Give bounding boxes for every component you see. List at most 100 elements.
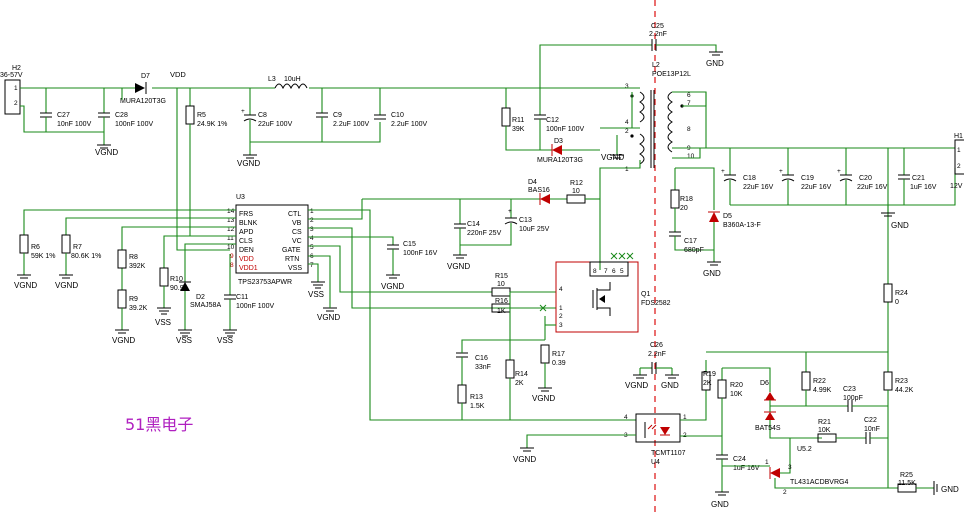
svg-text:8: 8 <box>687 126 691 133</box>
brand-label: 51黑电子 <box>125 415 193 434</box>
svg-text:VGND: VGND <box>95 148 118 157</box>
svg-text:U5.2: U5.2 <box>797 446 812 453</box>
diode-d4: D4 BAS16 <box>362 179 550 205</box>
svg-text:R12: R12 <box>570 180 583 187</box>
svg-text:FRS: FRS <box>239 211 253 218</box>
svg-text:+: + <box>721 168 725 175</box>
svg-text:90.9: 90.9 <box>170 285 184 292</box>
svg-text:R6: R6 <box>31 244 40 251</box>
svg-text:SMAJ58A: SMAJ58A <box>190 302 221 309</box>
svg-text:33nF: 33nF <box>475 364 491 371</box>
svg-text:2: 2 <box>14 100 18 107</box>
svg-text:3: 3 <box>559 322 563 329</box>
svg-text:4: 4 <box>625 119 629 126</box>
svg-text:+: + <box>241 108 245 115</box>
svg-text:R19: R19 <box>703 371 716 378</box>
svg-text:10nF: 10nF <box>864 426 880 433</box>
svg-text:C15: C15 <box>403 241 416 248</box>
capacitor-c22: C22 10nF <box>864 417 888 444</box>
svg-text:4: 4 <box>624 414 628 421</box>
capacitor-c15: C15 100nF 16V VGND <box>381 241 438 291</box>
svg-text:100nF 100V: 100nF 100V <box>115 121 153 128</box>
svg-text:VSS: VSS <box>288 265 302 272</box>
resistor-r8: R8 392K <box>117 249 146 270</box>
svg-text:10: 10 <box>687 153 695 160</box>
svg-text:9: 9 <box>230 253 234 260</box>
svg-text:FDS2582: FDS2582 <box>641 300 671 307</box>
svg-text:2.2uF 100V: 2.2uF 100V <box>391 121 428 128</box>
capacitor-c27: C27 10nF 100V <box>40 88 92 132</box>
svg-text:D3: D3 <box>554 138 563 145</box>
svg-text:R13: R13 <box>470 394 483 401</box>
svg-text:C8: C8 <box>258 112 267 119</box>
svg-text:VGND: VGND <box>14 281 37 290</box>
svg-text:1: 1 <box>683 414 687 421</box>
svg-text:7: 7 <box>687 100 691 107</box>
svg-text:6: 6 <box>687 92 691 99</box>
svg-text:VGND: VGND <box>237 159 260 168</box>
svg-text:GND: GND <box>706 59 724 68</box>
svg-text:TCMT1107: TCMT1107 <box>651 450 686 457</box>
h2-voltage: 36-57V <box>0 72 23 79</box>
svg-text:R7: R7 <box>73 244 82 251</box>
resistor-r5: R5 24.9K 1% <box>197 112 227 128</box>
svg-text:R23: R23 <box>895 378 908 385</box>
svg-text:R20: R20 <box>730 382 743 389</box>
svg-text:L3: L3 <box>268 76 276 83</box>
svg-text:VSS: VSS <box>155 318 171 327</box>
svg-text:R25: R25 <box>900 472 913 479</box>
svg-text:VGND: VGND <box>532 394 555 403</box>
diode-d6: D6 BAT54S <box>755 380 822 439</box>
svg-text:3: 3 <box>310 226 314 233</box>
svg-text:C25: C25 <box>651 23 664 30</box>
svg-text:VGND: VGND <box>112 336 135 345</box>
svg-text:1: 1 <box>310 208 314 215</box>
svg-text:C11: C11 <box>236 294 248 301</box>
svg-text:C16: C16 <box>475 355 488 362</box>
svg-text:U3: U3 <box>236 194 245 201</box>
svg-text:C20: C20 <box>859 175 872 182</box>
svg-text:VSS: VSS <box>308 290 324 299</box>
svg-text:CTL: CTL <box>288 211 301 218</box>
resistor-r17: R17 0.39 VGND <box>532 344 566 403</box>
svg-text:22uF 16V: 22uF 16V <box>743 184 774 191</box>
ic-u3: U3 TPS23753APWR FRS BLNK APD CLS DEN VDD… <box>227 194 314 286</box>
svg-text:GND: GND <box>661 381 679 390</box>
svg-text:2: 2 <box>625 128 629 135</box>
svg-text:+: + <box>779 168 783 175</box>
svg-text:H1: H1 <box>954 133 963 140</box>
svg-text:10: 10 <box>497 281 505 288</box>
svg-text:R14: R14 <box>515 371 528 378</box>
svg-text:C13: C13 <box>519 217 532 224</box>
svg-text:GATE: GATE <box>282 247 301 254</box>
svg-text:VGND: VGND <box>513 455 536 464</box>
resistor-r7: R7 80.6K 1% VGND <box>55 234 101 290</box>
svg-text:C10: C10 <box>391 112 404 119</box>
capacitor-c24: C24 1uF 16V GND <box>711 454 760 509</box>
resistor-r25: R25 11.5K GND <box>780 470 959 495</box>
svg-text:GND: GND <box>941 485 959 494</box>
svg-text:59K 1%: 59K 1% <box>31 253 56 260</box>
svg-text:5: 5 <box>310 244 314 251</box>
svg-text:C24: C24 <box>733 456 746 463</box>
svg-text:VB: VB <box>292 220 302 227</box>
svg-text:MURA120T3G: MURA120T3G <box>120 98 166 105</box>
svg-text:C22: C22 <box>864 417 877 424</box>
svg-text:U4: U4 <box>651 459 660 466</box>
svg-text:BAS16: BAS16 <box>528 187 550 194</box>
resistor-r20: R20 10K <box>717 367 771 436</box>
resistor-r12: R12 10 <box>550 180 600 204</box>
resistor-r6: R6 59K 1% VGND <box>14 234 56 290</box>
svg-text:C18: C18 <box>743 175 756 182</box>
resistor-r24: R24 0 <box>883 283 908 306</box>
resistor-r11: R11 39K <box>501 107 552 151</box>
svg-text:Q1: Q1 <box>641 291 650 298</box>
diode-d2: D2 SMAJ58A VSS <box>176 281 221 345</box>
resistor-r13: R13 1.5K <box>457 384 485 420</box>
svg-text:+: + <box>508 208 512 215</box>
svg-text:VC: VC <box>292 238 302 245</box>
svg-text:10K: 10K <box>730 391 743 398</box>
svg-text:TPS23753APWR: TPS23753APWR <box>238 279 292 286</box>
svg-text:C23: C23 <box>843 386 856 393</box>
resistor-r15: R15 10 <box>491 273 556 297</box>
